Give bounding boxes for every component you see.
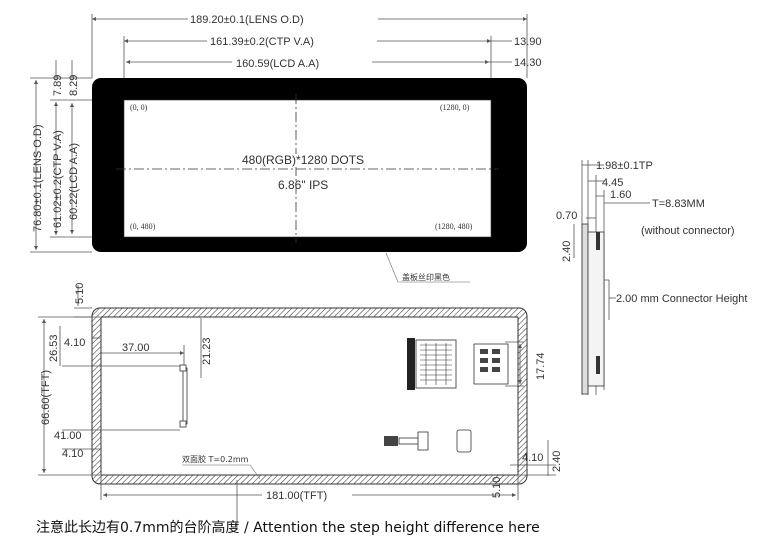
resolution-label: 480(RGB)*1280 DOTS bbox=[242, 153, 364, 167]
size-type-label: 6.86" IPS bbox=[278, 178, 328, 192]
lens-od-width-label: 189.20±0.1(LENS O.D) bbox=[190, 14, 304, 26]
dim-37-00-label: 37.00 bbox=[122, 342, 150, 354]
active-area bbox=[123, 99, 492, 238]
side-view: 1.98±0.1TP 4.45 1.60 T=8.83MM 0.70 (with… bbox=[556, 160, 747, 395]
side-tp-label: 1.98±0.1TP bbox=[596, 160, 653, 172]
lens-od-height-label: 76.80±0.1(LENS O.D) bbox=[32, 124, 44, 232]
side-4-45-label: 4.45 bbox=[602, 177, 623, 189]
corner-br-label: (1280, 480) bbox=[435, 222, 473, 231]
right-13-90-label: 13.90 bbox=[514, 36, 542, 48]
side-0-70-label: 0.70 bbox=[556, 210, 577, 222]
side-note-label: (without connector) bbox=[641, 225, 735, 237]
ctp-va-width-label: 161.39±0.2(CTP V.A) bbox=[210, 36, 314, 48]
right-14-30-label: 14.30 bbox=[514, 57, 542, 69]
footer-note: 注意此长边有0.7mm的台阶高度 / Attention the step he… bbox=[36, 520, 540, 536]
side-lens bbox=[581, 223, 589, 395]
tft-width-label: 181.00(TFT) bbox=[266, 490, 327, 502]
lcd-aa-height-label: 60.22(LCD A.A) bbox=[68, 143, 80, 220]
tape-note-label: 双面胶 T=0.2mm bbox=[182, 454, 249, 464]
side-2-40-label: 2.40 bbox=[561, 241, 573, 262]
left-8-29-label: 8.29 bbox=[68, 75, 80, 96]
dim-41-00-label: 41.00 bbox=[54, 430, 82, 442]
dim-17-74-label: 17.74 bbox=[535, 352, 547, 380]
dim-26-53-label: 26.53 bbox=[48, 334, 60, 362]
lcd-aa-width-label: 160.59(LCD A.A) bbox=[236, 58, 319, 70]
dim-4-10-right-label: 4.10 bbox=[522, 452, 543, 464]
dim-2-40-right-label: 2.40 bbox=[551, 451, 563, 472]
dim-21-23-label: 21.23 bbox=[201, 337, 213, 365]
cover-note-label: 盖板丝印黑色 bbox=[402, 272, 450, 282]
side-connector-top bbox=[596, 232, 600, 250]
connector-block bbox=[407, 338, 509, 390]
corner-bl-label: (0, 480) bbox=[130, 222, 156, 231]
corner-tl-label: (0, 0) bbox=[130, 103, 148, 112]
corner-tr-label: (1280, 0) bbox=[440, 103, 470, 112]
ctp-va-height-label: 61.02±0.2(CTP V.A) bbox=[52, 130, 64, 228]
side-1-60-label: 1.60 bbox=[610, 189, 631, 201]
left-7-89-label: 7.89 bbox=[52, 75, 64, 96]
side-connector-height-label: 2.00 mm Connector Height bbox=[616, 293, 747, 305]
side-thickness-label: T=8.83MM bbox=[652, 198, 705, 210]
back-top-5-10-label: 5.10 bbox=[74, 283, 86, 304]
dim-4-10-bottom-label: 4.10 bbox=[62, 448, 83, 460]
fpc-strip bbox=[182, 367, 188, 425]
back-bottom-5-10-label: 5.10 bbox=[491, 477, 503, 498]
small-components bbox=[384, 429, 472, 453]
side-connector-bottom bbox=[596, 356, 600, 374]
front-view: 189.20±0.1(LENS O.D) 161.39±0.2(CTP V.A)… bbox=[30, 12, 542, 283]
dim-4-10-top-label: 4.10 bbox=[64, 337, 85, 349]
back-view: 5.10 66.60(TFT) 26.53 4.10 41.00 4.10 37… bbox=[38, 283, 563, 530]
tft-height-label: 66.60(TFT) bbox=[40, 370, 52, 425]
